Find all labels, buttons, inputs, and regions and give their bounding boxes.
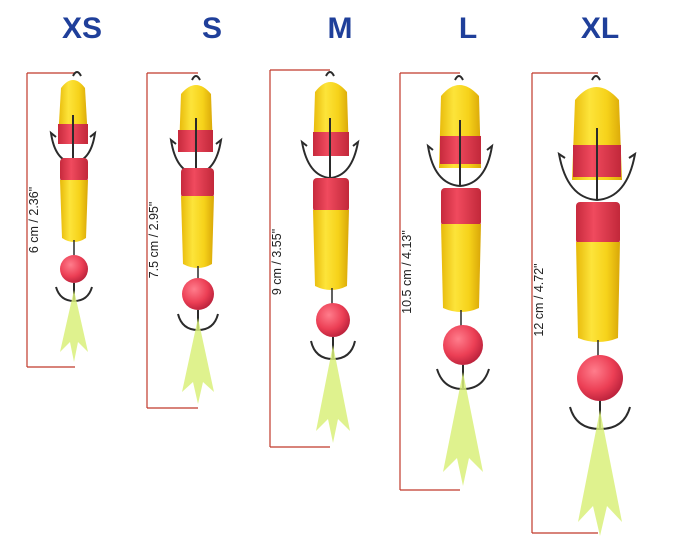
size-label-xs: XS [61,12,103,45]
dimension-line-xs [26,72,75,368]
lure-m: 9 cm / 3.55" [269,69,360,448]
lure-xs: 6 cm / 2.36" [26,71,97,368]
length-label-m: 9 cm / 3.55" [270,229,284,295]
lure-body-xs [49,71,97,362]
length-label-xs: 6 cm / 2.36" [27,187,41,253]
size-label-l: L [458,12,478,45]
length-label-xl: 12 cm / 4.72" [532,263,546,336]
size-label-xl: XL [580,12,620,45]
size-label-m: M [327,12,353,45]
length-label-l: 10.5 cm / 4.13" [400,230,414,314]
lure-s: 7.5 cm / 2.95" [146,72,223,409]
lure-l: 10.5 cm / 4.13" [399,72,494,491]
size-label-s: S [201,12,223,45]
lure-body-xl [557,75,637,536]
lure-xl: 12 cm / 4.72" [531,72,637,536]
lure-body-m [300,71,360,443]
dimension-line-l [399,72,460,491]
dimension-line-s [146,72,198,409]
length-label-s: 7.5 cm / 2.95" [147,202,161,279]
dimension-line-xl [531,72,598,534]
lure-body-s [169,75,223,404]
dimension-line-m [269,69,330,448]
lure-body-l [426,75,494,486]
